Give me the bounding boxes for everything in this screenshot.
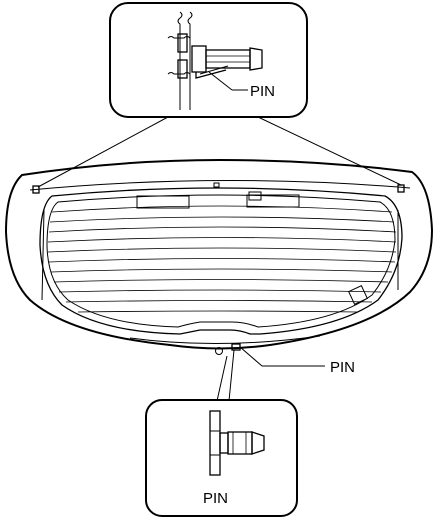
bottom-callout-leader-left xyxy=(216,355,228,402)
bottom-pin-clip xyxy=(209,410,265,476)
top-callout-frame xyxy=(109,2,308,118)
bottom-callout-frame xyxy=(145,399,298,517)
right-pin-leader xyxy=(239,346,263,367)
tailgate-lower-trim-line xyxy=(129,335,321,345)
top-callout-leader-left xyxy=(37,116,169,188)
right-pin-label: PIN xyxy=(330,359,355,376)
top-pin-clip xyxy=(167,33,263,79)
corner-pin-left xyxy=(32,185,40,194)
center-top-mark xyxy=(213,182,220,188)
top-callout-leader-right xyxy=(257,116,402,186)
tailgate-panel xyxy=(4,158,434,355)
right-pin-annotation: PIN xyxy=(239,346,355,376)
glass-top-clip xyxy=(248,191,262,201)
left-bus-bar xyxy=(41,209,45,301)
top-callout: PIN xyxy=(37,2,402,188)
defroster-lines xyxy=(47,205,397,313)
bottom-hole xyxy=(215,347,223,355)
rear-glass-outer-edge xyxy=(39,187,403,335)
glass-top-tab-right xyxy=(246,194,300,208)
top-pin-leader xyxy=(208,71,233,91)
lower-right-connector xyxy=(348,285,368,305)
rear-glass-inner-edge xyxy=(46,194,396,328)
corner-pin-right xyxy=(397,184,405,193)
tailgate-outer-outline xyxy=(4,158,434,350)
top-pin-panel-break-line xyxy=(177,11,183,110)
tailgate-upper-trim-line xyxy=(29,179,411,191)
bottom-callout-leader-right xyxy=(228,349,235,402)
top-callout-pin-label: PIN xyxy=(250,83,275,100)
bottom-callout-pin-label: PIN xyxy=(203,490,228,507)
glass-top-tab-left xyxy=(136,195,190,209)
bottom-callout: PIN xyxy=(145,349,298,517)
top-pin-panel-break-line-2 xyxy=(187,11,193,110)
